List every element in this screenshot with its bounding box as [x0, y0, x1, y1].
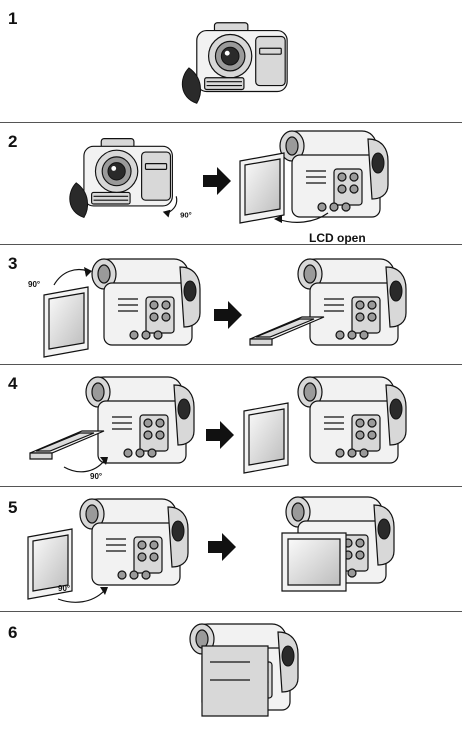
step-2-panel: 2 90° LCD open: [0, 123, 462, 244]
step-number: 5: [8, 499, 17, 516]
step-4-panel: 4 90°: [0, 365, 462, 486]
step-number: 2: [8, 133, 17, 150]
camcorder-closed-illustration: [185, 8, 295, 118]
camcorder-front-illustration: 90°: [72, 129, 192, 229]
step-1-panel: 1: [0, 0, 462, 122]
arrow-right-icon: [208, 533, 236, 561]
arrow-right-icon: [214, 301, 242, 329]
camcorder-lcd-flat-illustration: [244, 253, 414, 361]
step-number: 1: [8, 10, 17, 27]
camcorder-lcd-flat-illustration: 90°: [24, 373, 204, 483]
step-5-panel: 5 90°: [0, 487, 462, 611]
camcorder-lcd-fold-illustration: 90°: [22, 495, 202, 607]
lcd-open-caption: LCD open: [309, 231, 366, 245]
step-3-panel: 3 90°: [0, 245, 462, 364]
angle-label: 90°: [28, 280, 40, 289]
step-number: 4: [8, 375, 17, 392]
step-number: 6: [8, 624, 17, 641]
camcorder-lcd-rotate-illustration: 90°: [22, 253, 202, 361]
camcorder-lcd-closed-facing-out-illustration: [262, 493, 402, 605]
step-6-panel: 6: [0, 612, 462, 731]
camcorder-lcd-flipped-illustration: [238, 373, 408, 483]
angle-label: 90°: [180, 210, 192, 219]
angle-label: 90°: [90, 472, 102, 481]
arrow-right-icon: [203, 167, 231, 195]
step-number: 3: [8, 255, 17, 272]
camcorder-stored-illustration: [172, 620, 306, 728]
camcorder-lcd-open-illustration: [236, 129, 396, 229]
angle-label: 90°: [58, 584, 70, 593]
arrow-right-icon: [206, 421, 234, 449]
